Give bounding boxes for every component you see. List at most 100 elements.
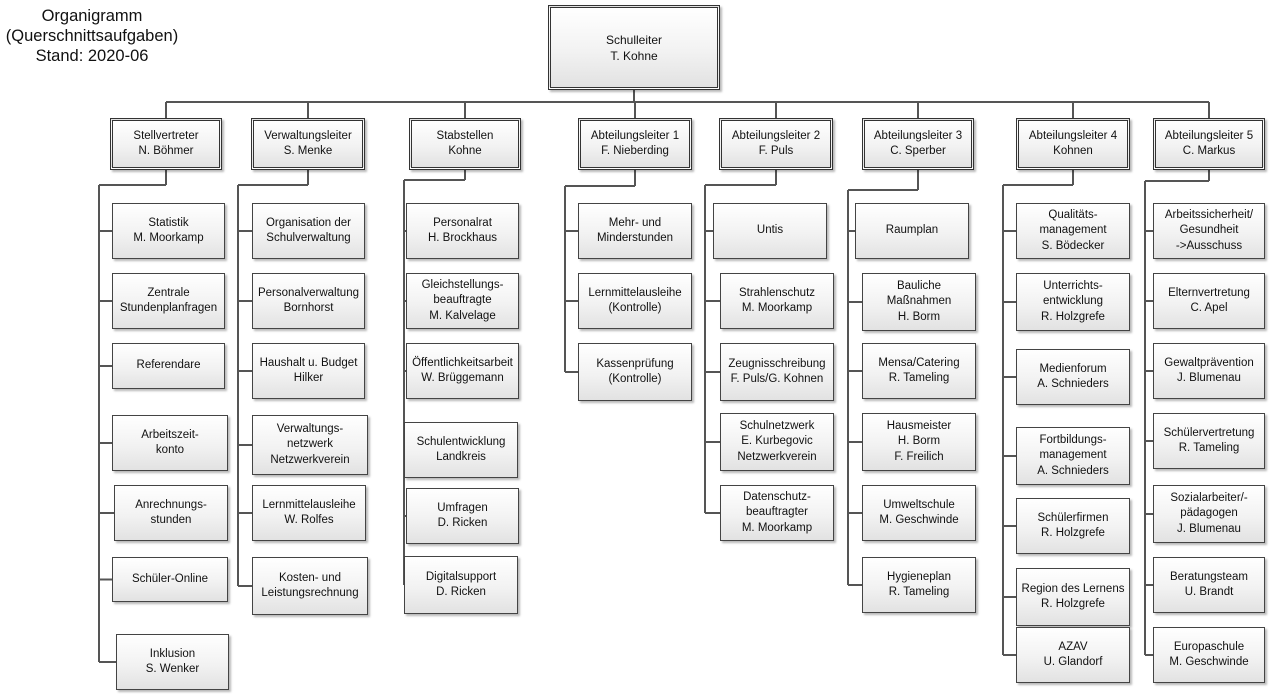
box-text-line: (Kontrolle) bbox=[608, 302, 662, 314]
box-text-line: F. Puls bbox=[758, 145, 794, 157]
box-text-line: Elternvertretung bbox=[1168, 286, 1250, 299]
box-text-line: J. Blumenau bbox=[1177, 522, 1241, 535]
task-box: Qualitäts-management S. Bödecker bbox=[1016, 203, 1130, 259]
box-text-line: T. Kohne bbox=[610, 48, 658, 63]
box-text-line: A. Schnieders bbox=[1037, 464, 1109, 477]
box-text-line: Abteilungsleiter 2 bbox=[731, 129, 821, 142]
box-text-line: A. Schnieders bbox=[1037, 378, 1109, 390]
task-box: Beratungsteam U. Brandt bbox=[1153, 557, 1265, 613]
box-text-line: Raumplan bbox=[885, 224, 939, 237]
box-text-line: Haushalt u. Budget bbox=[259, 356, 358, 369]
box-text-line: U. Brandt bbox=[1184, 586, 1234, 598]
box-text-line: S. Bödecker bbox=[1041, 239, 1105, 252]
box-text-line: Kohne bbox=[448, 145, 482, 157]
box-text-line: Umweltschule bbox=[883, 498, 955, 511]
box-text-line: Verwaltungsleiter bbox=[264, 129, 352, 142]
box-text-line: S. Menke bbox=[283, 145, 333, 157]
box-text-line: netzwerk bbox=[286, 438, 334, 451]
task-box: Umweltschule M. Geschwinde bbox=[862, 485, 976, 541]
box-text-line: Minderstunden bbox=[596, 232, 674, 244]
box-text-line: Beratungsteam bbox=[1170, 570, 1248, 583]
department-head-box: Verwaltungsleiter S. Menke bbox=[251, 118, 365, 170]
box-text-line: Stundenplanfragen bbox=[119, 302, 218, 314]
box-text-line: stunden bbox=[150, 514, 192, 526]
box-text-line: R. Holzgrefe bbox=[1041, 527, 1105, 539]
box-text-line: Digitalsupport bbox=[425, 570, 497, 583]
box-text-line: H. Brockhaus bbox=[427, 232, 498, 244]
box-text-line: Umfragen bbox=[437, 501, 488, 514]
box-text-line: management bbox=[1039, 449, 1107, 462]
box-text-line: management bbox=[1039, 224, 1107, 237]
task-box: Anrechnungs-stunden bbox=[114, 485, 228, 541]
box-text-line: Abteilungsleiter 1 bbox=[590, 129, 680, 142]
box-text-line: R. Tameling bbox=[888, 586, 950, 598]
box-text-line: H. Borm bbox=[897, 310, 941, 323]
box-text-line: N. Böhmer bbox=[138, 145, 194, 157]
box-text-line: H. Borm bbox=[897, 435, 941, 448]
box-text-line: C. Apel bbox=[1190, 302, 1228, 314]
box-text-line: S. Wenker bbox=[145, 663, 200, 675]
box-text-line: Arbeitssicherheit/ bbox=[1164, 208, 1254, 221]
task-box: Referendare bbox=[112, 343, 225, 389]
box-text-line: F. Puls/G. Kohnen bbox=[730, 373, 824, 385]
box-text-line: Netzwerkverein bbox=[270, 453, 350, 466]
box-text-line: Personalrat bbox=[433, 216, 492, 229]
task-box: Schüler-Online bbox=[112, 557, 228, 602]
box-text-line: Strahlenschutz bbox=[738, 286, 816, 299]
box-text-line: Gleichstellungs- bbox=[421, 278, 504, 291]
box-text-line: C. Sperber bbox=[890, 145, 946, 157]
box-text-line: Lernmittelausleihe bbox=[588, 286, 682, 299]
box-text-line: Abteilungsleiter 5 bbox=[1164, 129, 1254, 142]
box-text-line: Verwaltungs- bbox=[276, 422, 344, 435]
box-text-line: Maßnahmen bbox=[886, 295, 952, 308]
task-box: Lernmittelausleihe (Kontrolle) bbox=[578, 273, 692, 329]
box-text-line: Organisation der bbox=[265, 216, 352, 229]
box-text-line: W. Brüggemann bbox=[421, 372, 504, 384]
box-text-line: Schülerfirmen bbox=[1037, 511, 1109, 524]
box-text-line: Inklusion bbox=[149, 647, 196, 660]
box-text-line: M. Geschwinde bbox=[1169, 656, 1249, 668]
box-text-line: Lernmittelausleihe bbox=[262, 498, 356, 511]
box-text-line: U. Glandorf bbox=[1043, 656, 1103, 668]
box-text-line: beauftragte bbox=[433, 294, 492, 307]
box-text-line: Qualitäts- bbox=[1048, 208, 1098, 221]
task-box: Gleichstellungs-beauftragte M. Kalvelage bbox=[406, 273, 519, 329]
box-text-line: M. Geschwinde bbox=[879, 514, 959, 526]
box-text-line: Kassenprüfung bbox=[596, 357, 674, 370]
box-text-line: (Kontrolle) bbox=[608, 373, 662, 385]
task-box: Arbeitssicherheit/Gesundheit->Ausschuss bbox=[1153, 203, 1265, 259]
task-box: Schülerfirmen R. Holzgrefe bbox=[1016, 498, 1130, 554]
box-text-line: Bauliche bbox=[896, 279, 942, 292]
box-text-line: Schulverwaltung bbox=[266, 232, 351, 244]
title-line: Organigramm bbox=[41, 7, 143, 25]
box-text-line: Mehr- und bbox=[608, 216, 662, 229]
box-text-line: M. Kalvelage bbox=[429, 309, 496, 322]
box-text-line: E. Kurbegovic bbox=[741, 435, 813, 448]
box-text-line: Gewaltprävention bbox=[1164, 356, 1254, 369]
title-line: Stand: 2020-06 bbox=[35, 47, 149, 65]
box-text-line: R. Holzgrefe bbox=[1041, 310, 1105, 323]
box-text-line: Öffentlichkeitsarbeit bbox=[412, 356, 513, 369]
